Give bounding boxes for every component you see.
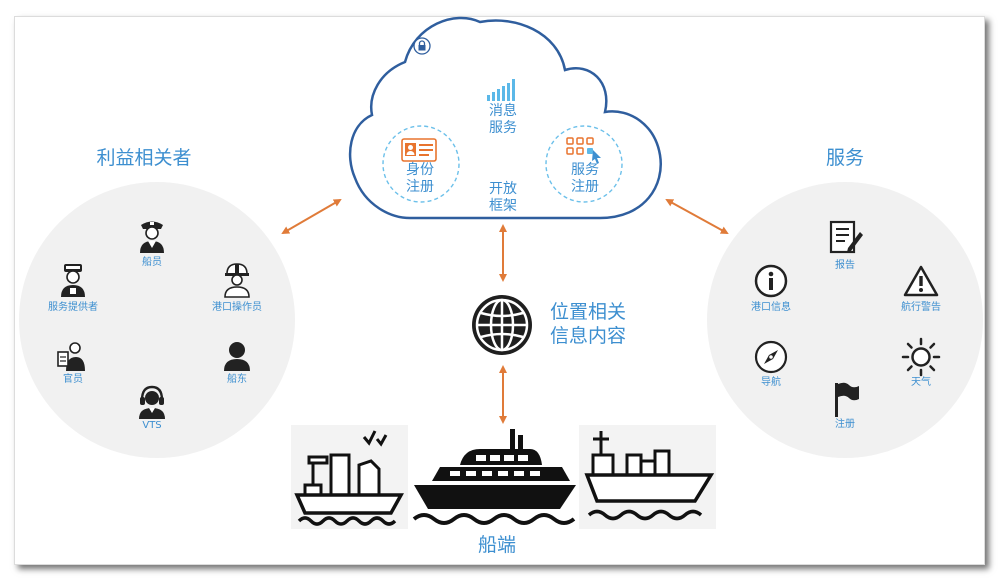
identity-dashed-circle xyxy=(382,125,460,203)
compass-icon xyxy=(754,340,788,374)
report-icon xyxy=(829,220,863,254)
report-label: 报告 xyxy=(835,260,855,271)
identity-registry-label: 身份注册 xyxy=(406,162,434,195)
official-icon xyxy=(57,342,85,371)
nav-warning-label: 航行警告 xyxy=(901,302,941,313)
crew-label: 船员 xyxy=(142,257,162,268)
crew-icon xyxy=(140,221,164,253)
app-grid-icon xyxy=(566,137,601,164)
open-framework-label: 开放框架 xyxy=(489,181,517,214)
signal-bars-icon xyxy=(487,79,515,101)
service-provider-icon xyxy=(61,264,85,297)
weather-label: 天气 xyxy=(911,377,931,388)
messaging-service-label: 消息服务 xyxy=(489,103,517,136)
official-label: 官员 xyxy=(63,374,83,385)
registration-label: 注册 xyxy=(835,419,855,430)
port-operator-icon xyxy=(224,263,250,298)
passenger-ship-icon xyxy=(410,425,578,529)
lock-icon xyxy=(413,37,431,55)
flag-icon xyxy=(835,382,859,417)
port-info-label: 港口信息 xyxy=(751,302,791,313)
globe-icon xyxy=(472,295,532,355)
service-registry-dashed-circle xyxy=(545,125,623,203)
navigation-label: 导航 xyxy=(761,377,781,388)
vts-operator-icon xyxy=(139,385,165,419)
container-ship-icon xyxy=(579,425,716,529)
sun-icon xyxy=(901,337,941,377)
info-icon xyxy=(754,264,788,298)
vts-label: VTS xyxy=(142,420,162,431)
ships-title: 船端 xyxy=(477,534,517,556)
shipowner-icon xyxy=(224,342,250,371)
stakeholders-title: 利益相关者 xyxy=(96,147,192,169)
services-title: 服务 xyxy=(825,147,865,169)
cloud-shape xyxy=(348,16,662,220)
location-content-label: 位置相关信息内容 xyxy=(550,301,627,347)
service-provider-label: 服务提供者 xyxy=(48,302,98,313)
cargo-ship-crane-icon xyxy=(291,425,408,529)
stakeholders-circle xyxy=(19,182,295,458)
id-card-icon xyxy=(401,138,437,162)
shipowner-label: 船东 xyxy=(227,374,247,385)
services-circle xyxy=(707,182,983,458)
port-operator-label: 港口操作员 xyxy=(212,302,262,313)
warning-icon xyxy=(903,265,939,297)
arrow-stakeholders-cloud xyxy=(281,198,342,235)
arrow-cloud-services xyxy=(665,199,729,234)
service-registry-label: 服务注册 xyxy=(571,162,599,195)
